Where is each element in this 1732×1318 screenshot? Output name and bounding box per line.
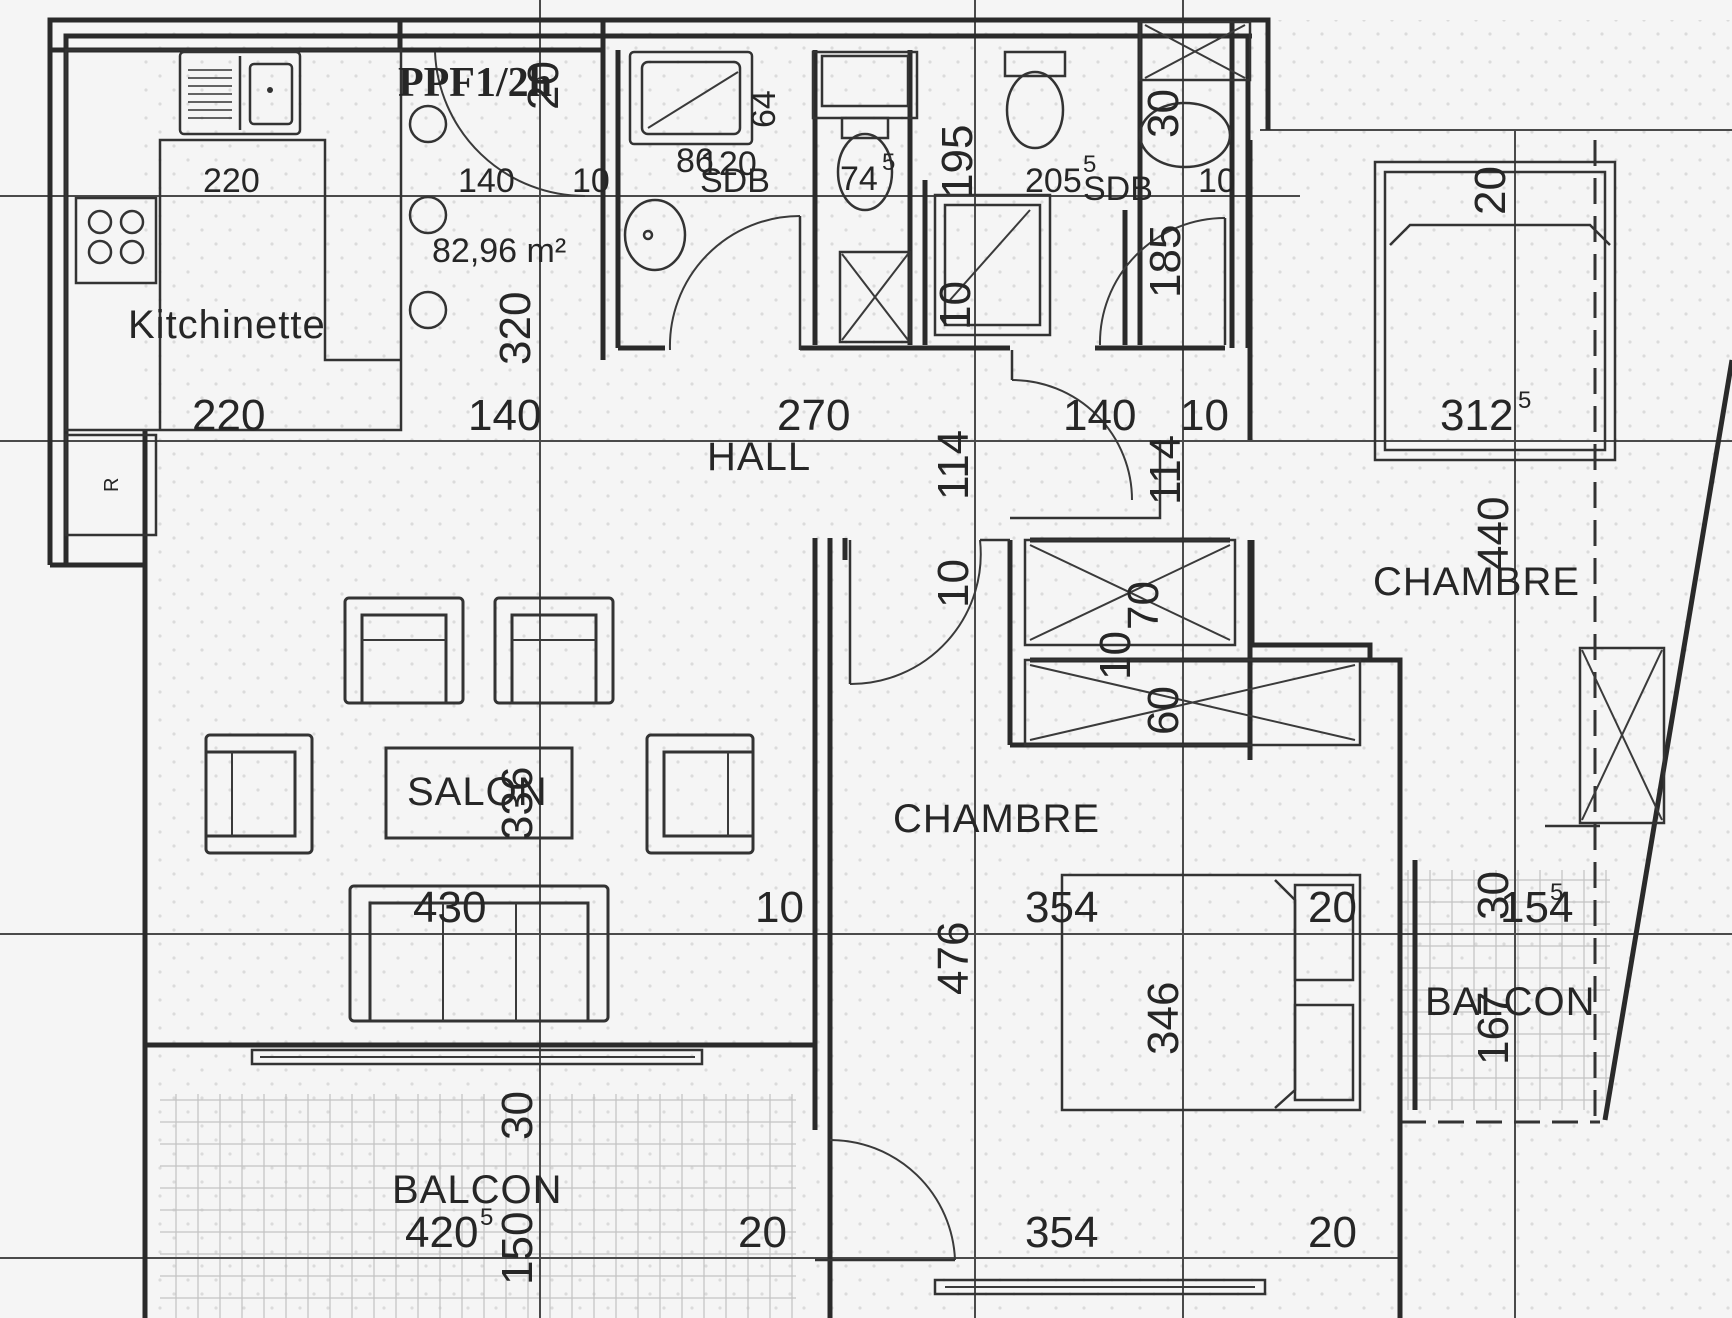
dim-10-e: 10 <box>1091 631 1140 680</box>
dim-420-sup: 5 <box>480 1204 493 1231</box>
dim-20-ch: 20 <box>1466 166 1515 215</box>
dim-64: 64 <box>745 90 783 128</box>
diagonal-facade <box>1602 359 1732 1121</box>
fridge <box>64 433 158 537</box>
kitchinette-label: Kitchinette <box>128 303 326 347</box>
dim-430: 430 <box>413 883 486 932</box>
balcony-tiles-right <box>1400 870 1610 1110</box>
dim-312-sup: 5 <box>1518 387 1531 414</box>
dim-140-b: 140 <box>1063 391 1136 440</box>
hall-doors <box>829 350 1162 1261</box>
dim-420: 420 <box>405 1208 478 1257</box>
hall-label: HALL <box>707 435 811 479</box>
dim-354-a: 354 <box>1025 883 1098 932</box>
dim-30-a: 30 <box>1469 871 1518 920</box>
dim-10-d: 10 <box>929 559 978 608</box>
sdb-1-label: SDB <box>700 162 770 200</box>
dim-195: 195 <box>933 125 982 198</box>
dim-30-sdb: 30 <box>1139 89 1188 138</box>
dim-205-sup: 5 <box>1083 151 1096 178</box>
balcony-tiles-left <box>160 1094 796 1318</box>
dim-20-c: 20 <box>1308 1208 1357 1257</box>
dim-120: 120 <box>700 145 757 183</box>
dim-205: 205 <box>1025 162 1082 200</box>
dim-20-b: 20 <box>738 1208 787 1257</box>
dim-86: 86 <box>676 142 714 180</box>
dim-154-sup: 5 <box>1550 879 1563 906</box>
dim-10-f: 10 <box>755 883 804 932</box>
dim-476: 476 <box>929 922 978 995</box>
balcon-right-label: BALCON <box>1425 980 1596 1024</box>
dashed-outline <box>1400 140 1600 1124</box>
dim-10-top: 10 <box>572 162 610 200</box>
dim-167: 167 <box>1469 992 1518 1065</box>
dim-140-top: 140 <box>458 162 515 200</box>
dim-154: 154 <box>1500 883 1573 932</box>
dim-270: 270 <box>777 391 850 440</box>
dim-320: 320 <box>491 292 540 365</box>
dim-346: 346 <box>1139 982 1188 1055</box>
dim-70: 70 <box>1119 581 1168 630</box>
dim-20-a: 20 <box>1308 883 1357 932</box>
bathroom-1-fixtures <box>623 50 919 351</box>
dim-114-a: 114 <box>929 430 978 500</box>
salon-furniture <box>204 596 755 1023</box>
wardrobes <box>1023 538 1666 828</box>
area-label: 82,96 m² <box>432 232 566 270</box>
balcon-left-label: BALCON <box>392 1168 563 1212</box>
windows <box>250 1048 1267 1296</box>
bathroom-2-fixtures <box>933 20 1252 346</box>
sdb-2-label: SDB <box>1083 170 1153 208</box>
dim-140: 140 <box>468 391 541 440</box>
dim-185: 185 <box>1141 225 1190 298</box>
dim-336: 336 <box>493 767 542 840</box>
dim-354-b: 354 <box>1025 1208 1098 1257</box>
dim-60: 60 <box>1139 686 1188 735</box>
fridge-label: R <box>101 478 123 492</box>
chambre-right-label: CHAMBRE <box>1373 560 1580 604</box>
dim-440: 440 <box>1469 497 1518 570</box>
dim-74-sup: 5 <box>882 149 895 176</box>
dim-20-top: 20 <box>519 61 568 110</box>
dim-74: 74 <box>840 160 878 198</box>
stove <box>74 196 158 285</box>
chambre-center-label: CHAMBRE <box>893 797 1100 841</box>
dim-30-b: 30 <box>493 1091 542 1140</box>
dim-114-b: 114 <box>1141 435 1190 505</box>
dim-10-shower: 10 <box>931 281 980 330</box>
dim-220-top: 220 <box>203 162 260 200</box>
ppf-label: PPF1/2h <box>398 60 552 106</box>
salon-label: SALON <box>407 770 548 814</box>
dim-312: 312 <box>1440 391 1513 440</box>
kitchen <box>64 48 586 537</box>
dim-220: 220 <box>192 391 265 440</box>
dim-10-sdb: 10 <box>1198 162 1236 200</box>
dim-150: 150 <box>493 1212 542 1285</box>
dim-10-c: 10 <box>1180 391 1229 440</box>
beds <box>1060 160 1617 1112</box>
